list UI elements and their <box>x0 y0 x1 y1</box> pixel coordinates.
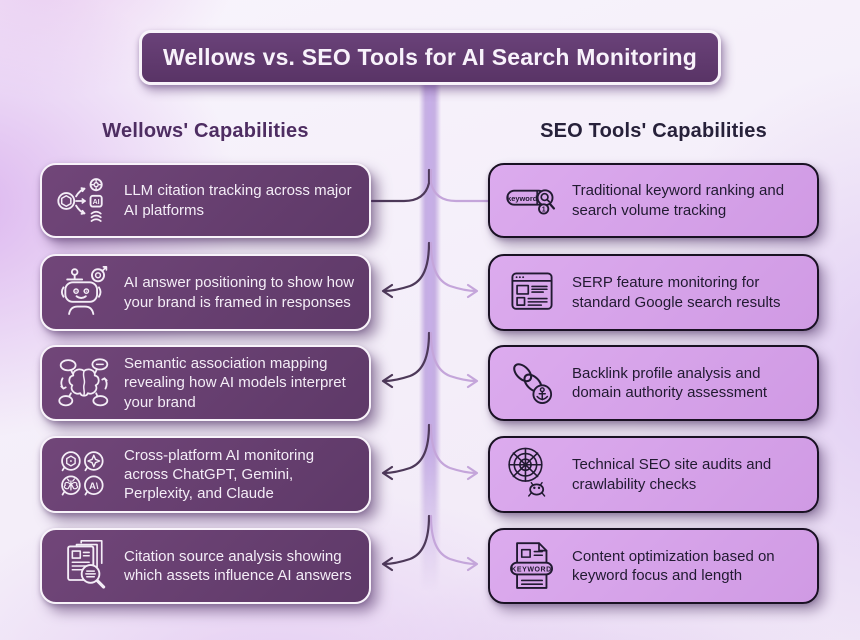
keyword-search-icon: keyword 1 <box>503 173 561 229</box>
capability-text: Semantic association mapping revealing h… <box>124 355 346 411</box>
capability-text: SERP feature monitoring for standard Goo… <box>572 274 781 311</box>
svg-text:A\: A\ <box>89 480 99 490</box>
svg-text:KEYWORD: KEYWORD <box>511 566 551 573</box>
capability-text: Cross-platform AI monitoring across Chat… <box>124 446 315 503</box>
seo-card-technical-audits: Technical SEO site audits and crawlabili… <box>488 436 819 513</box>
keyword-document-icon: KEYWORD <box>503 538 561 594</box>
page-title: Wellows vs. SEO Tools for AI Search Moni… <box>138 30 722 85</box>
svg-text:AI: AI <box>93 199 100 206</box>
wellows-card-ai-answer: AI answer positioning to show how your b… <box>40 254 371 331</box>
capability-text: Content optimization based on keyword fo… <box>572 547 775 584</box>
wellows-column-header: Wellows' Capabilities <box>102 120 309 142</box>
wellows-card-semantic-mapping: Semantic association mapping revealing h… <box>40 345 371 421</box>
seo-card-content-optimization: KEYWORD Content optimization based on ke… <box>488 528 819 604</box>
seo-card-serp-monitoring: SERP feature monitoring for standard Goo… <box>488 254 819 331</box>
capability-text: Traditional keyword ranking and search v… <box>572 182 785 219</box>
backlink-chain-anchor-icon <box>503 355 561 411</box>
capability-text: Technical SEO site audits and crawlabili… <box>572 456 772 493</box>
center-spine <box>419 78 441 592</box>
ai-answer-robot-icon <box>55 265 113 321</box>
citation-source-magnifier-icon <box>55 538 113 594</box>
semantic-brain-icon <box>55 355 113 411</box>
seo-card-keyword-ranking: keyword 1 Traditional keyword ranking an… <box>488 163 819 238</box>
capability-text: Backlink profile analysis and domain aut… <box>572 364 768 401</box>
svg-text:keyword: keyword <box>507 193 538 202</box>
capability-text: Citation source analysis showing which a… <box>124 547 352 584</box>
capability-text: AI answer positioning to show how your b… <box>124 274 355 311</box>
capability-text: LLM citation tracking across major AI pl… <box>124 182 352 219</box>
spider-web-crawler-icon <box>503 447 561 503</box>
wellows-card-llm-citation: AI LLM citation tracking across major AI… <box>40 163 371 238</box>
svg-text:1: 1 <box>542 206 546 213</box>
cross-platform-chat-icon: A\ <box>55 447 113 503</box>
seo-card-backlink-analysis: Backlink profile analysis and domain aut… <box>488 345 819 421</box>
serp-window-icon <box>503 265 561 321</box>
seo-tools-column-header: SEO Tools' Capabilities <box>540 120 767 142</box>
llm-citation-tracking-icon: AI <box>55 173 113 229</box>
wellows-card-cross-platform: A\ Cross-platform AI monitoring across C… <box>40 436 371 513</box>
wellows-card-citation-source: Citation source analysis showing which a… <box>40 528 371 604</box>
